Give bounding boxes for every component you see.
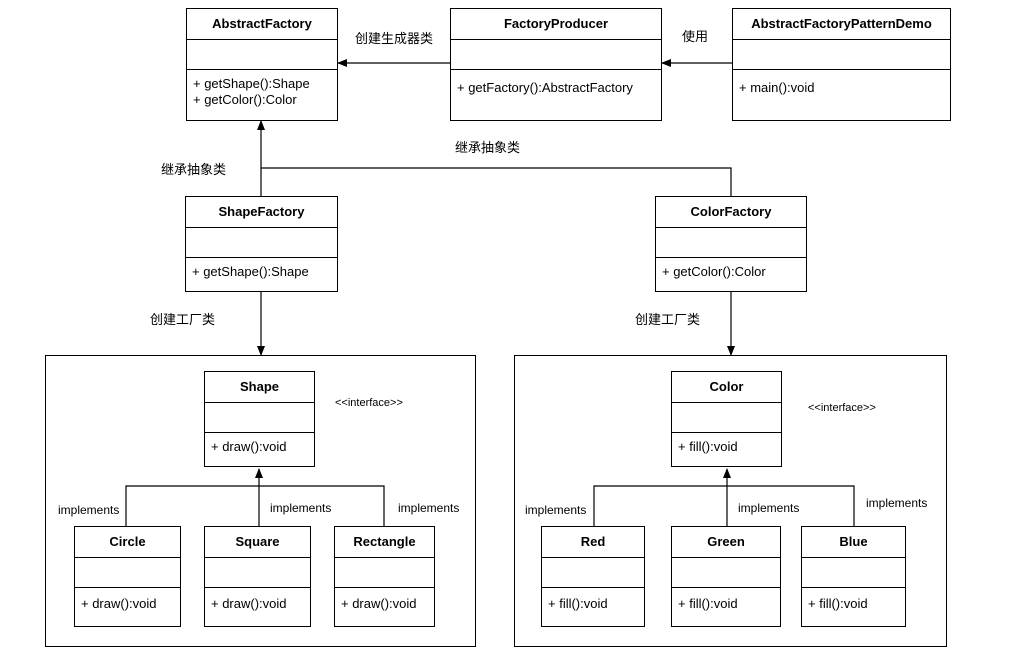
class-methods: + fill():void	[672, 433, 781, 455]
class-attributes	[75, 558, 180, 588]
class-attributes	[802, 558, 905, 588]
class-color-factory[interactable]: ColorFactory + getColor():Color	[655, 196, 807, 292]
method: + fill():void	[678, 439, 738, 454]
class-methods: + getColor():Color	[656, 258, 806, 280]
class-rectangle[interactable]: Rectangle + draw():void	[334, 526, 435, 627]
class-attributes	[733, 40, 950, 70]
color-package	[514, 355, 947, 647]
class-methods: + getShape():Shape + getColor():Color	[187, 70, 337, 108]
class-square[interactable]: Square + draw():void	[204, 526, 311, 627]
label-inherit-left: 继承抽象类	[161, 162, 227, 177]
class-methods: + getShape():Shape	[186, 258, 337, 280]
method: + main():void	[739, 80, 815, 95]
class-blue[interactable]: Blue + fill():void	[801, 526, 906, 627]
class-methods: + draw():void	[335, 588, 434, 612]
method: + draw():void	[341, 596, 417, 611]
class-red[interactable]: Red + fill():void	[541, 526, 645, 627]
class-factory-producer[interactable]: FactoryProducer + getFactory():AbstractF…	[450, 8, 662, 121]
method: + draw():void	[211, 596, 287, 611]
class-methods: + draw():void	[205, 588, 310, 612]
class-circle[interactable]: Circle + draw():void	[74, 526, 181, 627]
label-inherit-right: 继承抽象类	[455, 140, 521, 155]
class-attributes	[451, 40, 661, 70]
class-name: Red	[542, 527, 644, 558]
label-interface-shape: <<interface>>	[335, 397, 403, 409]
method: + fill():void	[678, 596, 738, 611]
label-create-factory-right: 创建工厂类	[635, 312, 701, 327]
method: + getFactory():AbstractFactory	[457, 80, 633, 95]
interface-color[interactable]: Color + fill():void	[671, 371, 782, 467]
label-use: 使用	[682, 29, 709, 44]
class-name: Rectangle	[335, 527, 434, 558]
class-name: Color	[672, 372, 781, 403]
class-name: AbstractFactoryPatternDemo	[733, 9, 950, 40]
shape-package	[45, 355, 476, 647]
method: + fill():void	[808, 596, 868, 611]
class-attributes	[186, 228, 337, 258]
class-name: Square	[205, 527, 310, 558]
circle-implements-line	[125, 485, 385, 526]
label-create-generator: 创建生成器类	[355, 31, 434, 46]
class-name: Shape	[205, 372, 314, 403]
colorfactory-inherit-line	[261, 167, 732, 196]
red-implements-line	[593, 485, 855, 526]
class-attributes	[335, 558, 434, 588]
class-methods: + main():void	[733, 70, 950, 96]
method: + getColor():Color	[193, 92, 297, 107]
class-name: FactoryProducer	[451, 9, 661, 40]
class-attributes	[542, 558, 644, 588]
class-abstract-factory-pattern-demo[interactable]: AbstractFactoryPatternDemo + main():void	[732, 8, 951, 121]
method: + fill():void	[548, 596, 608, 611]
class-name: Circle	[75, 527, 180, 558]
class-name: Green	[672, 527, 780, 558]
class-attributes	[205, 403, 314, 433]
label-implements-green: implements	[738, 501, 800, 515]
class-methods: + fill():void	[802, 588, 905, 612]
class-attributes	[672, 403, 781, 433]
label-create-factory-left: 创建工厂类	[150, 312, 216, 327]
class-abstract-factory[interactable]: AbstractFactory + getShape():Shape + get…	[186, 8, 338, 121]
class-methods: + draw():void	[205, 433, 314, 455]
class-attributes	[656, 228, 806, 258]
class-shape-factory[interactable]: ShapeFactory + getShape():Shape	[185, 196, 338, 292]
label-implements-square: implements	[270, 501, 332, 515]
class-attributes	[205, 558, 310, 588]
class-attributes	[187, 40, 337, 70]
class-green[interactable]: Green + fill():void	[671, 526, 781, 627]
label-implements-rectangle: implements	[398, 501, 460, 515]
method: + draw():void	[81, 596, 157, 611]
method: + getColor():Color	[662, 264, 766, 279]
class-methods: + fill():void	[542, 588, 644, 612]
class-methods: + getFactory():AbstractFactory	[451, 70, 661, 96]
class-name: ColorFactory	[656, 197, 806, 228]
method: + getShape():Shape	[192, 264, 309, 279]
method: + getShape():Shape	[193, 76, 310, 91]
class-methods: + fill():void	[672, 588, 780, 612]
method: + draw():void	[211, 439, 287, 454]
label-implements-circle: implements	[58, 503, 120, 517]
label-implements-red: implements	[525, 503, 587, 517]
class-name: ShapeFactory	[186, 197, 337, 228]
class-name: AbstractFactory	[187, 9, 337, 40]
label-interface-color: <<interface>>	[808, 402, 876, 414]
class-attributes	[672, 558, 780, 588]
class-name: Blue	[802, 527, 905, 558]
class-methods: + draw():void	[75, 588, 180, 612]
interface-shape[interactable]: Shape + draw():void	[204, 371, 315, 467]
label-implements-blue: implements	[866, 496, 928, 510]
